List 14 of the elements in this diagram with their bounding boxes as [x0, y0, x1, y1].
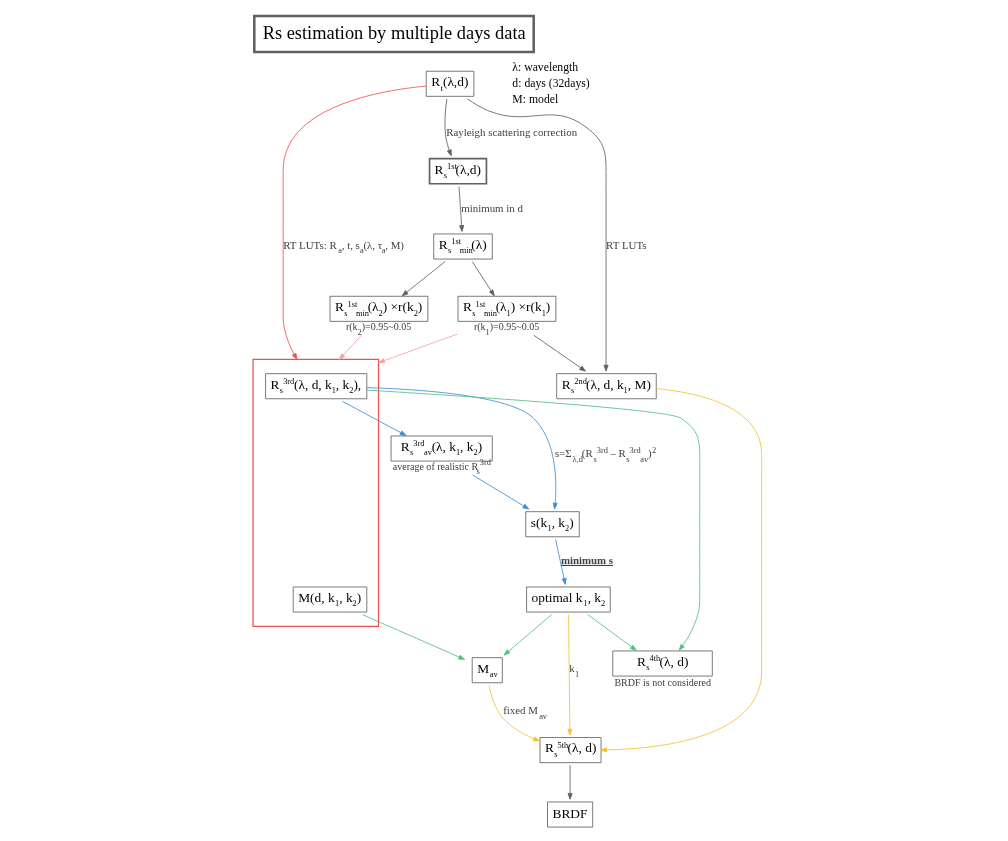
edge-label: k$_{1}$ [569, 662, 580, 679]
edge-label: RT LUTs [606, 239, 647, 252]
diagram-title: Rs estimation by multiple days data [262, 22, 526, 43]
label: λ: wavelength [512, 61, 579, 75]
edge-label: fixed M$_{av}$ [503, 704, 548, 721]
edge-label: Rayleigh scattering correction [446, 126, 578, 139]
edge-label: minimum s [560, 553, 614, 566]
label: M: model [512, 93, 559, 107]
node-label: r(k$_{1}$)=0.95~0.05 [473, 321, 540, 337]
edge-label: minimum in d [461, 201, 523, 214]
node-label: BRDF is not considered [614, 676, 711, 688]
node-label: r(k$_{2}$)=0.95~0.05 [345, 321, 412, 337]
label: d: days (32days) [512, 77, 590, 91]
edge-label: RT LUTs: R$_{a}$, t, s$_{a}$(λ, τ$_{a}$, M) [283, 238, 404, 256]
